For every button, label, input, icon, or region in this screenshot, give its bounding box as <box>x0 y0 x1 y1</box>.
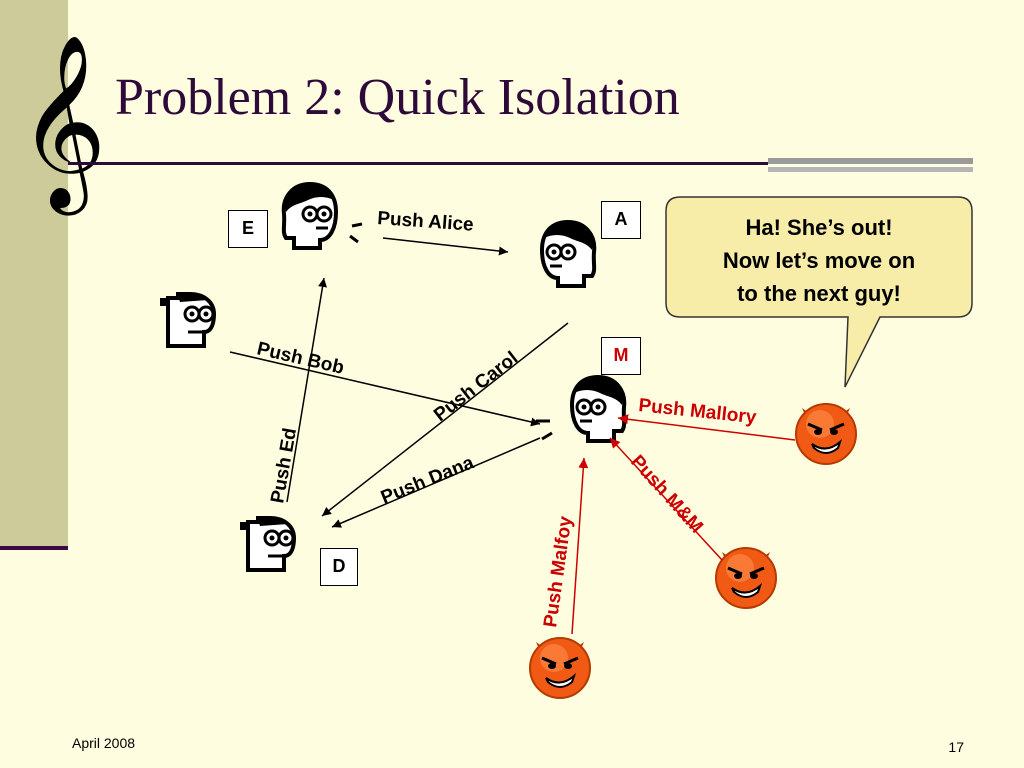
node-label-a: A <box>601 201 641 239</box>
devil-malfoy-icon <box>528 636 592 700</box>
treble-clef-icon: 𝄞 <box>18 34 107 208</box>
node-label-m: M <box>601 337 641 375</box>
person-a-icon <box>540 220 597 288</box>
label-push-bob: Push Bob <box>255 338 346 378</box>
edge-push-mm <box>609 437 723 561</box>
edge-push-ed <box>286 277 327 503</box>
person-d-icon <box>238 514 296 572</box>
label-push-carol: Push Carol <box>430 348 522 426</box>
devil-mallory-icon <box>794 402 858 466</box>
person-m-icon <box>536 375 627 443</box>
person-e-icon <box>281 182 363 250</box>
callout-line-2: Now let’s move on <box>723 248 915 273</box>
node-label-d: D <box>320 548 358 586</box>
callout-line-1: Ha! She’s out! <box>745 215 892 240</box>
title-rule-accent-lower <box>768 167 973 172</box>
person-b-icon <box>158 290 216 348</box>
title-rule <box>68 162 768 165</box>
page-number: 17 <box>948 739 964 755</box>
label-push-mm: Push M&M <box>626 451 707 537</box>
slide-title: Problem 2: Quick Isolation <box>115 69 680 126</box>
title-rule-accent <box>768 158 973 164</box>
label-push-alice: Push Alice <box>377 208 475 236</box>
edge-push-dana <box>331 437 541 528</box>
label-push-malfoy: Push Malfoy <box>540 515 576 629</box>
edge-push-malfoy <box>571 457 589 635</box>
edge-push-carol <box>321 322 569 517</box>
edge-push-alice <box>382 237 509 256</box>
footer-date: April 2008 <box>72 735 136 751</box>
node-label-e: E <box>228 210 268 248</box>
label-push-ed: Push Ed <box>267 426 301 505</box>
sidebar-divider <box>0 546 68 550</box>
callout-line-3: to the next guy! <box>737 281 901 306</box>
devil-mm-icon <box>714 546 778 610</box>
sidebar-band <box>0 0 68 546</box>
speech-bubble: Ha! She’s out! Now let’s move on to the … <box>665 196 973 388</box>
edge-push-bob <box>229 351 541 427</box>
edge-push-mallory <box>617 414 796 441</box>
